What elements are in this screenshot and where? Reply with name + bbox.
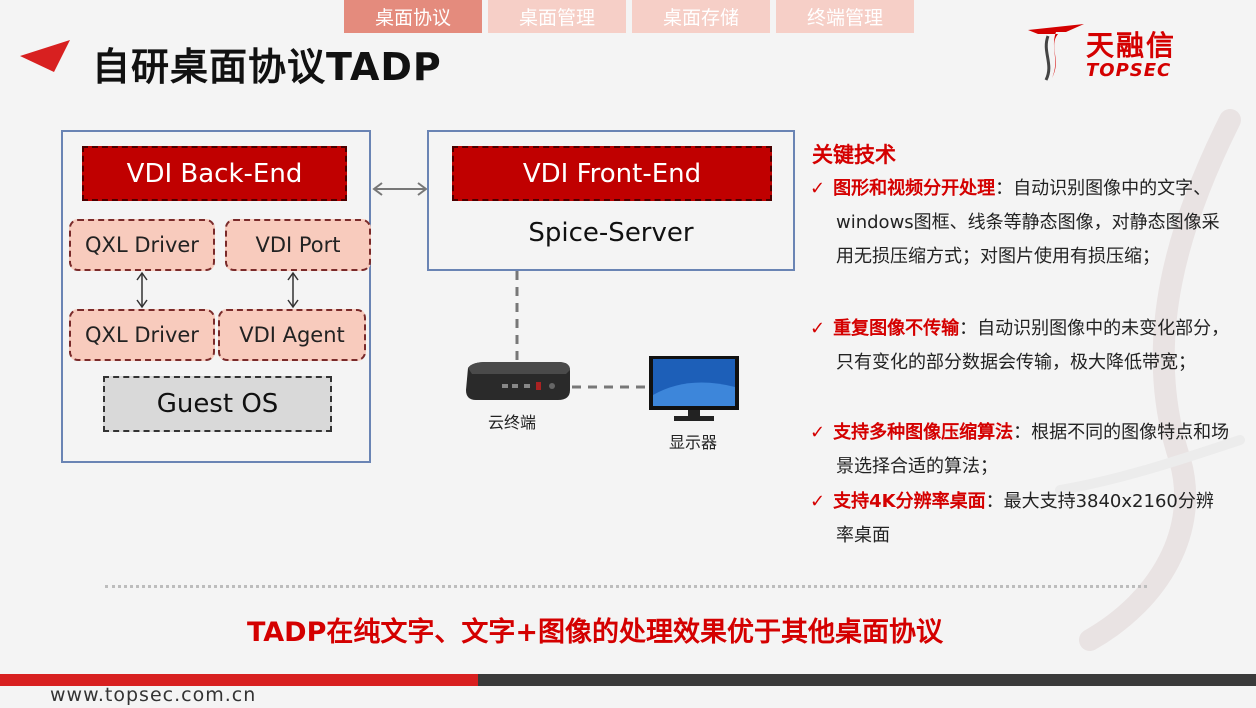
key-tech-item-4: ✓支持4K分辨率桌面：最大支持3840x2160分辨率桌面 bbox=[810, 491, 1214, 546]
logo-mark-icon bbox=[1028, 24, 1084, 81]
qxl-driver-top: QXL Driver bbox=[69, 219, 215, 271]
check-icon: ✓ bbox=[810, 178, 826, 199]
guest-os-box: Guest OS bbox=[103, 376, 332, 432]
check-icon: ✓ bbox=[810, 422, 826, 443]
spice-server-label: Spice-Server bbox=[528, 218, 694, 248]
tab-desktop-storage[interactable]: 桌面存储 bbox=[632, 0, 770, 33]
key-tech-item-3: ✓支持多种图像压缩算法：根据不同的图像特点和场景选择合适的算法； bbox=[810, 422, 1230, 477]
brand-sub: TOPSEC bbox=[1086, 60, 1172, 81]
background-swoosh bbox=[1055, 109, 1245, 651]
brand-name: 天融信 bbox=[1086, 29, 1177, 62]
monitor-icon bbox=[649, 356, 739, 421]
check-icon: ✓ bbox=[810, 491, 826, 512]
vdi-agent-box: VDI Agent bbox=[218, 309, 366, 361]
vdi-port-box: VDI Port bbox=[225, 219, 371, 271]
brand-logo: 天融信 TOPSEC bbox=[1026, 20, 1226, 84]
key-tech-item-1: ✓图形和视频分开处理：自动识别图像中的文字、windows图框、线条等静态图像，… bbox=[810, 178, 1220, 267]
key-tech-heading: 关键技术 bbox=[812, 143, 896, 167]
tab-desktop-protocol[interactable]: 桌面协议 bbox=[344, 0, 482, 33]
monitor-label: 显示器 bbox=[669, 433, 718, 452]
conclusion-text: TADP在纯文字、文字+图像的处理效果优于其他桌面协议 bbox=[246, 617, 944, 648]
page-title: 自研桌面协议TADP bbox=[92, 45, 442, 89]
key-tech-item-2: ✓重复图像不传输：自动识别图像中的未变化部分，只有变化的部分数据会传输，极大降低… bbox=[810, 318, 1230, 373]
footer-bar-dark bbox=[478, 674, 1256, 686]
cloud-terminal-label: 云终端 bbox=[488, 413, 537, 432]
cloud-terminal-icon bbox=[466, 362, 570, 400]
vdi-frontend-label: VDI Front-End bbox=[452, 146, 772, 201]
network-connector bbox=[515, 271, 650, 389]
port-agent-link-arrow bbox=[287, 271, 299, 309]
frontend-container bbox=[427, 130, 795, 271]
footer-url[interactable]: www.topsec.com.cn bbox=[50, 684, 257, 706]
vdi-backend-label: VDI Back-End bbox=[82, 146, 347, 201]
tab-terminal-management[interactable]: 终端管理 bbox=[776, 0, 914, 33]
qxl-link-arrow bbox=[136, 271, 148, 309]
qxl-driver-bottom: QXL Driver bbox=[69, 309, 215, 361]
backend-frontend-arrow bbox=[372, 182, 428, 196]
title-arrow-icon bbox=[20, 40, 70, 72]
tab-desktop-management[interactable]: 桌面管理 bbox=[488, 0, 626, 33]
footer-bar-red bbox=[0, 674, 478, 686]
vm-container bbox=[61, 130, 371, 463]
dotted-divider bbox=[105, 585, 1147, 588]
check-icon: ✓ bbox=[810, 318, 826, 339]
